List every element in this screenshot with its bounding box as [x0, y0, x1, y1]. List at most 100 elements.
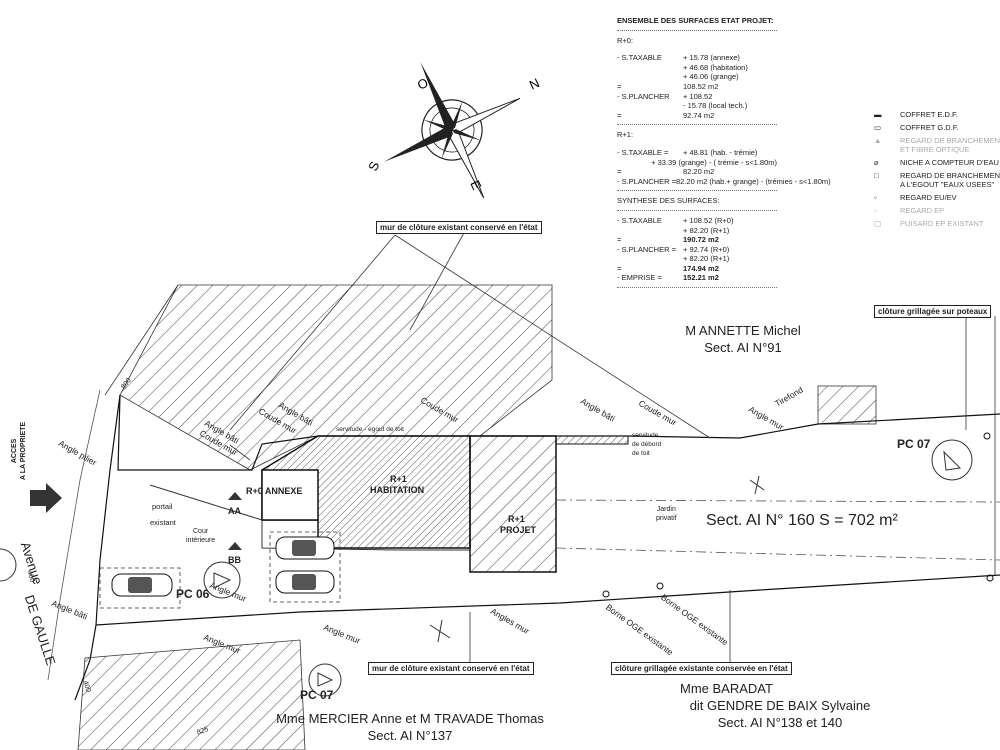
legend-symbol-icon: □: [874, 171, 879, 180]
owner-north: M ANNETTE Michel Sect. AI N°91: [668, 322, 818, 356]
survey-cross: [437, 619, 443, 643]
summary-row-value: + 33.39 (grange) - ( trémie - s<1.80m): [651, 157, 777, 167]
summary-row-label: =: [617, 81, 622, 91]
legend-item: ⌀NICHE A COMPTEUR D'EAU: [874, 158, 1000, 167]
roof-line: [229, 444, 251, 461]
car-icon: [275, 536, 335, 560]
car-icon: [275, 570, 335, 594]
synth-rows: - S.TAXABLE+ 108.52 (R+0)+ 82.20 (R+1)=1…: [617, 216, 777, 283]
summary-row: - S.PLANCHER =82.20 m2 (hab.+ grange) - …: [617, 176, 831, 187]
neighbour-shed-right: [817, 385, 877, 425]
legend-symbol-icon: ▭: [874, 123, 882, 132]
label-pc06: PC 06: [176, 587, 210, 601]
building-extension: [555, 435, 629, 445]
section-arrow-bb-icon: [228, 542, 242, 550]
r0-rows: - S.TAXABLE+ 15.78 (annexe)+ 46.68 (habi…: [617, 53, 777, 120]
label-wall-top: mur de clôture existant conservé en l'ét…: [376, 221, 542, 234]
r1-title: R+1:: [617, 130, 634, 140]
walkway: [149, 484, 470, 551]
summary-row-value: 92.74 m2: [683, 110, 715, 120]
legend-item: ▫REGARD EP: [874, 206, 1000, 215]
owner-south-right-name: Mme BARADAT: [680, 681, 773, 696]
label-wall-bottom: mur de clôture existant conservé en l'ét…: [368, 662, 534, 675]
wall-line-3: [229, 234, 396, 431]
compass-e: E: [467, 178, 484, 192]
survey-cross: [754, 475, 760, 495]
owner-south-left-section: Sect. AI N°137: [367, 728, 453, 743]
legend-label: PUISARD EP EXISTANT: [900, 219, 984, 228]
summary-row-label: - S.PLANCHER =: [617, 176, 676, 186]
legend-symbol-icon: ▬: [874, 110, 882, 119]
label-habitation: HABITATION: [370, 485, 425, 495]
summary-row-value: 108.52 m2: [683, 81, 719, 91]
survey-point-icon: [983, 432, 991, 440]
summary-row: = 82.20 m2: [617, 167, 777, 177]
legend-item: ▫REGARD EU/EV: [874, 193, 1000, 202]
summary-row-value: + 108.52 (R+0): [683, 215, 734, 225]
summary-row-value: + 15.78 (annexe): [683, 53, 740, 63]
summary-row-label: =: [617, 263, 622, 273]
neighbour-building-south: [77, 639, 306, 750]
summary-row: = 92.74 m2: [617, 111, 777, 121]
summary-row-value: 174.94 m2: [683, 263, 719, 273]
divider: [617, 287, 777, 289]
compass-n: N: [527, 75, 542, 93]
divider: [617, 29, 777, 31]
summary-row-value: 82.20 m2: [683, 167, 715, 177]
legend-label: COFFRET E.D.F.: [900, 110, 958, 119]
summary-row-label: [617, 254, 683, 264]
r1-rows: - S.TAXABLE =+ 48.81 (hab. - trémie)+ 33…: [617, 148, 831, 187]
summary-row-label: - S.PLANCHER: [617, 91, 670, 101]
summary-row-label: =: [617, 235, 622, 245]
summary-row: - S.PLANCHER + 108.52: [617, 92, 777, 102]
owner-south-right-name2: dit GENDRE DE BAIX Sylvaine: [689, 698, 871, 713]
summary-row-value: + 46.06 (grange): [683, 72, 739, 82]
owner-north-name: M ANNETTE Michel: [685, 323, 801, 338]
annot-portail: portail: [152, 502, 173, 511]
section-arrow-aa-icon: [228, 492, 242, 500]
summary-row: + 82.20 (R+1): [617, 254, 777, 264]
parking-zone: [269, 531, 341, 603]
owner-south-right-section: Sect. AI N°138 et 140: [717, 715, 843, 730]
compass-s: S: [365, 159, 382, 173]
legend-symbol-icon: ▲: [874, 136, 882, 145]
survey-point-icon: [602, 590, 610, 598]
summary-row-label: =: [617, 167, 622, 177]
viewpoint-pc07-icon: [931, 439, 973, 481]
owner-south-right: Mme BARADAT dit GENDRE DE BAIX Sylvaine …: [650, 680, 910, 731]
summary-row-label: [617, 226, 683, 236]
annot-servitude-2: servitude de débord de toit: [632, 432, 662, 457]
summary-row-value: + 108.52: [683, 91, 713, 101]
access-arrow-icon: [30, 483, 62, 513]
summary-row: + 33.39 (grange) - ( trémie - s<1.80m): [617, 158, 777, 168]
summary-row-label: [617, 101, 683, 111]
label-annexe: R+0 ANNEXE: [246, 486, 303, 496]
surface-summary: ENSEMBLE DES SURFACES ETAT PROJET: R+0: …: [617, 16, 831, 293]
compass-rose-icon: [384, 62, 521, 199]
summary-row: = 108.52 m2: [617, 82, 777, 92]
summary-row: - S.PLANCHER =+ 92.74 (R+0): [617, 245, 777, 255]
label-pc07-right: PC 07: [897, 437, 931, 451]
legend-symbol-icon: ▫: [874, 206, 877, 215]
summary-row: = 174.94 m2: [617, 264, 777, 274]
summary-row-label: =: [617, 110, 622, 120]
car-icon: [111, 573, 173, 597]
summary-row: + 82.20 (R+1): [617, 226, 777, 236]
section-label-bb: BB: [228, 555, 241, 565]
legend-label: REGARD DE BRANCHEMENT ET FIBRE OPTIQUE: [900, 136, 1000, 154]
summary-row-label: [617, 158, 651, 168]
summary-row-value: 190.72 m2: [683, 235, 719, 245]
summary-row-label: [617, 72, 683, 82]
summary-row: + 46.68 (habitation): [617, 63, 777, 73]
owner-south-left: Mme MERCIER Anne et M TRAVADE Thomas Sec…: [230, 710, 590, 744]
wall-leader-top: [409, 230, 466, 331]
summary-row: + 46.06 (grange): [617, 72, 777, 82]
divider: [617, 209, 777, 211]
axis-line: [555, 499, 1000, 503]
summary-row: - S.TAXABLE =+ 48.81 (hab. - trémie): [617, 148, 777, 158]
parcel-boundary-south: [95, 574, 1000, 626]
summary-row-label: [617, 63, 683, 73]
synth-title: SYNTHESE DES SURFACES:: [617, 196, 720, 206]
legend-symbol-icon: ⌀: [874, 158, 879, 167]
